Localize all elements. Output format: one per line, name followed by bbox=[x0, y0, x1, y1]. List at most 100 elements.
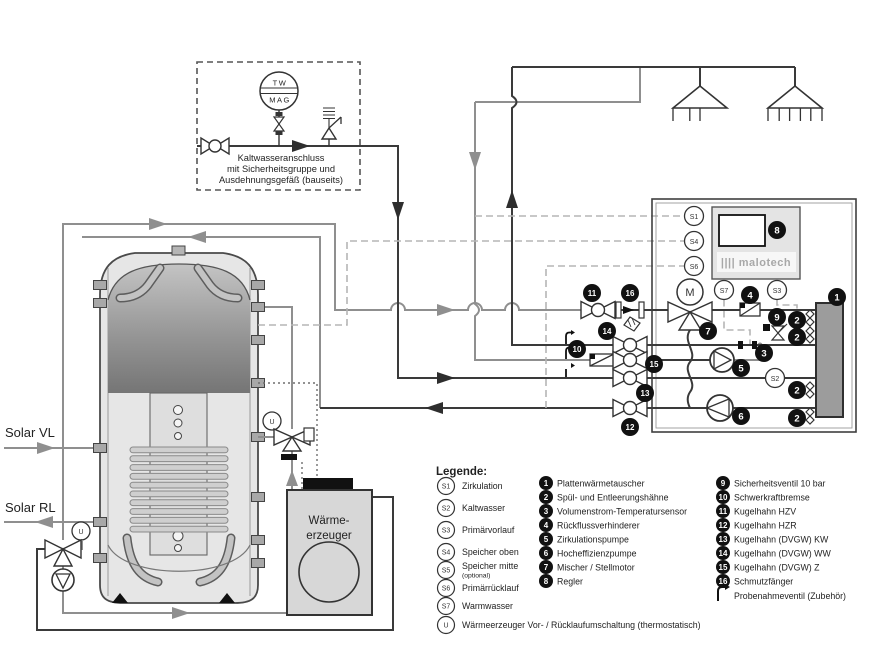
brand-logo: |||| malotech bbox=[721, 257, 791, 269]
tank-internal-pipes-bottom bbox=[122, 533, 236, 587]
svg-text:12: 12 bbox=[626, 423, 635, 432]
badge-10: 10 bbox=[568, 340, 586, 358]
badge-15: 15 bbox=[645, 355, 663, 373]
high-efficiency-pump bbox=[705, 394, 734, 422]
svg-text:7: 7 bbox=[544, 563, 549, 572]
sensor-s4: S4 bbox=[690, 239, 699, 246]
thermostat-capillaries bbox=[258, 382, 318, 491]
cold-water-pipe bbox=[197, 140, 652, 384]
badge-3: 3 bbox=[755, 344, 773, 362]
expansion-vessel-gauge: TW MAG bbox=[259, 71, 299, 146]
badge-4: 4 bbox=[741, 286, 759, 304]
sensor-cables bbox=[258, 215, 798, 408]
drain-cocks bbox=[805, 309, 815, 425]
dirt-strainer bbox=[615, 301, 645, 332]
legend-s5-label: Speicher mitte bbox=[462, 561, 518, 571]
legend: Legende: S1 Zirkulation S2 Kaltwasser S3… bbox=[436, 466, 846, 635]
legend-sensor-items: S1 Zirkulation S2 Kaltwasser S3 Primärvo… bbox=[436, 476, 701, 635]
svg-text:14: 14 bbox=[603, 327, 612, 336]
mixer-with-actuator: M bbox=[667, 278, 713, 331]
badge-2a: 2 bbox=[788, 311, 806, 329]
svg-text:11: 11 bbox=[719, 507, 728, 516]
heat-generator-label-2: erzeuger bbox=[306, 530, 352, 542]
legend-title: Legende: bbox=[436, 466, 487, 478]
svg-text:5: 5 bbox=[544, 535, 549, 544]
flow-temperature-sensor bbox=[738, 341, 757, 349]
ball-valve-kw bbox=[612, 368, 648, 388]
heat-generator: Wärme- erzeuger bbox=[286, 478, 373, 616]
tank-top-port bbox=[171, 245, 186, 256]
badge-2d: 2 bbox=[788, 409, 806, 427]
thermostatic-switch-right: U bbox=[258, 411, 315, 460]
svg-text:S5: S5 bbox=[442, 568, 451, 575]
legend-components-left: 1 Plattenwärmetauscher 2 Spül- und Entle… bbox=[539, 476, 687, 588]
badge-2b: 2 bbox=[788, 328, 806, 346]
legend-c5: Zirkulationspumpe bbox=[557, 535, 629, 545]
cold-water-connection-box: TW MAG Kaltwasseranschluss mit Sicherhei… bbox=[196, 61, 361, 191]
svg-text:3: 3 bbox=[544, 507, 549, 516]
ball-valve-hzr bbox=[612, 398, 648, 418]
badge-1: 1 bbox=[828, 288, 846, 306]
thermostatic-switch-left: U bbox=[44, 521, 91, 592]
legend-s7-label: Warmwasser bbox=[462, 601, 513, 611]
tank-hot-zone bbox=[108, 264, 250, 393]
sensor-s2: S2 bbox=[771, 376, 780, 383]
svg-text:6: 6 bbox=[738, 412, 743, 423]
legend-s2-label: Kaltwasser bbox=[462, 503, 505, 513]
plate-heat-exchanger bbox=[815, 302, 844, 418]
svg-text:7: 7 bbox=[705, 327, 710, 338]
callout-badges: 1 2 2 2 2 3 4 5 6 7 8 9 10 11 12 13 14 1… bbox=[568, 221, 846, 436]
badge-8: 8 bbox=[768, 221, 786, 239]
three-way-valve-right bbox=[273, 427, 315, 452]
shutoff-valve bbox=[200, 136, 230, 156]
badge-11: 11 bbox=[583, 284, 601, 302]
circulation-pump-left bbox=[51, 568, 75, 592]
gauge-label-mag: MAG bbox=[269, 96, 291, 105]
cold-water-caption-2: mit Sicherheitsgruppe und bbox=[227, 164, 335, 174]
tank-foot-left bbox=[112, 593, 128, 603]
legend-c11: Kugelhahn HZV bbox=[734, 507, 796, 517]
burner-circle bbox=[298, 541, 360, 603]
circulation-pump bbox=[709, 347, 735, 373]
svg-text:10: 10 bbox=[719, 493, 728, 502]
svg-text:S3: S3 bbox=[442, 528, 451, 535]
boiler-return-loop-pipe bbox=[36, 496, 394, 631]
storage-tank bbox=[93, 245, 265, 604]
svg-text:4: 4 bbox=[747, 291, 753, 302]
non-return-valve bbox=[739, 302, 761, 317]
badge-16: 16 bbox=[621, 284, 639, 302]
tank-foot-right bbox=[219, 593, 235, 603]
fresh-water-station: |||| malotech M bbox=[651, 198, 857, 433]
panel-sensors: S1 S4 S6 S7 S3 S2 bbox=[683, 205, 788, 389]
solar-rl-label: Solar RL bbox=[5, 500, 56, 515]
legend-c9: Sicherheitsventil 10 bar bbox=[734, 479, 826, 489]
svg-text:U: U bbox=[443, 623, 448, 630]
legend-c14: Kugelhahn (DVGW) WW bbox=[734, 549, 831, 559]
legend-s1-label: Zirkulation bbox=[462, 481, 503, 491]
badge-5: 5 bbox=[732, 359, 750, 377]
boiler-switch-pipe bbox=[258, 306, 298, 490]
svg-text:3: 3 bbox=[761, 349, 766, 360]
solar-coil bbox=[129, 446, 229, 533]
badge-7: 7 bbox=[699, 322, 717, 340]
sensor-s1: S1 bbox=[690, 214, 699, 221]
badge-14: 14 bbox=[598, 322, 616, 340]
legend-c13: Kugelhahn (DVGW) KW bbox=[734, 535, 829, 545]
three-way-valve-left bbox=[44, 538, 82, 567]
svg-text:9: 9 bbox=[721, 479, 726, 488]
sensor-s6: S6 bbox=[690, 264, 699, 271]
svg-text:12: 12 bbox=[719, 521, 728, 530]
legend-components-right: 9 Sicherheitsventil 10 bar 10 Schwerkraf… bbox=[716, 476, 846, 601]
svg-text:2: 2 bbox=[794, 333, 799, 344]
svg-text:8: 8 bbox=[544, 577, 549, 586]
svg-text:8: 8 bbox=[774, 226, 779, 237]
legend-s3-label: Primärvorlauf bbox=[462, 525, 515, 535]
legend-c15: Kugelhahn (DVGW) Z bbox=[734, 563, 820, 573]
solar-vl-label: Solar VL bbox=[5, 425, 55, 440]
gravity-brake bbox=[589, 353, 615, 367]
badge-2c: 2 bbox=[788, 381, 806, 399]
svg-text:2: 2 bbox=[794, 316, 799, 327]
heating-return-inner-pipe bbox=[82, 231, 321, 408]
legend-probe-hook-icon bbox=[717, 584, 730, 601]
cold-water-caption-3: Ausdehnungsgefäß (bauseits) bbox=[219, 175, 343, 185]
